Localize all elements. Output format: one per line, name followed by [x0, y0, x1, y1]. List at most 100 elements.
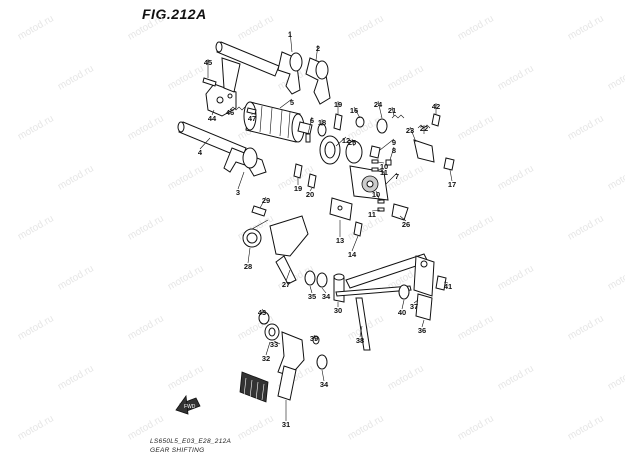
callout-43: 43: [258, 308, 266, 317]
leader-line-12: [335, 136, 347, 147]
watermark-text: motod.ru: [566, 13, 606, 42]
callout-8: 8: [392, 146, 396, 155]
cam-guide-25: [345, 140, 363, 164]
leader-line-24: [377, 100, 383, 119]
leader-line-7: [385, 172, 398, 185]
watermark-text: motod.ru: [566, 413, 606, 442]
cam-pawl-assembly-7: [349, 165, 389, 201]
callout-9: 9: [392, 138, 396, 147]
callout-32: 32: [262, 354, 270, 363]
leader-line-46: [229, 108, 233, 111]
screw-10-lower: [377, 199, 385, 204]
return-spring-29: [251, 205, 267, 217]
watermark-text: motod.ru: [166, 63, 206, 92]
oil-seal-32: [264, 323, 280, 341]
bolt-20: [307, 173, 317, 189]
callout-16: 16: [350, 106, 358, 115]
callout-24: 24: [374, 100, 383, 109]
gearshift-pedal-rubber-31: [239, 371, 269, 403]
callout-18: 18: [318, 118, 326, 127]
shift-lever-spacer-30: [333, 273, 345, 303]
watermark-text: motod.ru: [166, 263, 206, 292]
leader-line-25: [351, 138, 355, 147]
washer-34-lower: [316, 354, 328, 370]
washer-34-upper: [316, 272, 328, 288]
leader-line-41: [443, 281, 449, 284]
gear-shift-arm-stopper-23: [413, 139, 435, 163]
watermark-text: motod.ru: [16, 13, 56, 42]
watermark-text: motod.ru: [606, 263, 625, 292]
leader-line-33: [273, 340, 281, 345]
model-code: LS650L5_E03_E28_212A: [150, 438, 232, 445]
gearshift-link-arm-37: [413, 255, 435, 297]
watermark-text: motod.ru: [456, 113, 496, 142]
screw-11-lower: [377, 207, 385, 212]
watermark-text: motod.ru: [16, 113, 56, 142]
gearshift-link-rod-38: [335, 285, 412, 351]
leader-line-36: [421, 319, 425, 328]
callout-6: 6: [310, 116, 314, 125]
callout-36: 36: [418, 326, 426, 335]
callout-46: 46: [226, 108, 234, 117]
callout-35: 35: [308, 292, 316, 301]
callout-45: 45: [204, 58, 212, 67]
callout-44: 44: [208, 114, 217, 123]
fwd-label: FWD: [184, 404, 196, 410]
callout-19: 19: [334, 100, 342, 109]
callout-19: 19: [294, 184, 302, 193]
pawl-9: [369, 145, 381, 159]
watermark-text: motod.ru: [496, 363, 536, 392]
joint-washer-40: [398, 284, 410, 300]
callout-33: 33: [270, 340, 278, 349]
screw-10-upper: [371, 159, 379, 164]
callout-20: 20: [306, 190, 314, 199]
bolt-41: [435, 275, 447, 291]
callout-3: 3: [236, 188, 240, 197]
callout-10: 10: [372, 190, 380, 199]
watermark-text: motod.ru: [456, 313, 496, 342]
cam-stopper-plate: [205, 83, 237, 117]
watermark-text: motod.ru: [16, 213, 56, 242]
watermark-text: motod.ru: [166, 163, 206, 192]
watermark-text: motod.ru: [56, 63, 96, 92]
watermark-text: motod.ru: [606, 63, 625, 92]
watermark-text: motod.ru: [496, 263, 536, 292]
watermark-text: motod.ru: [456, 413, 496, 442]
leader-line-10: [377, 161, 385, 164]
callout-22: 22: [420, 124, 428, 133]
screw-11-upper: [371, 167, 379, 172]
forward-direction-indicator: FWD: [175, 394, 201, 415]
link-bracket-36: [415, 293, 433, 321]
callout-5: 5: [290, 98, 294, 107]
callout-34: 34: [320, 380, 329, 389]
washer-16: [355, 116, 365, 128]
watermark-text: motod.ru: [566, 213, 606, 242]
watermark-text: motod.ru: [496, 63, 536, 92]
cam-plate-bolt-19-lower: [293, 163, 303, 179]
watermark-text: motod.ru: [126, 213, 166, 242]
leader-line-34: [321, 369, 325, 382]
leader-line-11: [377, 168, 385, 171]
watermark-text: motod.ru: [16, 413, 56, 442]
watermark-text: motod.ru: [456, 13, 496, 42]
callout-11: 11: [380, 168, 388, 177]
leader-line-4: [199, 137, 211, 150]
leader-line-39: [313, 334, 317, 341]
gear-shift-cam-driven-gear-12: [319, 135, 341, 165]
callout-47: 47: [248, 114, 256, 123]
callout-10: 10: [380, 162, 388, 171]
plate-13: [329, 197, 353, 221]
leader-line-11: [371, 209, 381, 212]
gearshift-cam-drum: [243, 101, 313, 143]
watermark-text: motod.ru: [236, 413, 276, 442]
watermark-text: motod.ru: [126, 313, 166, 342]
callout-1: 1: [288, 30, 292, 39]
leader-line-20: [309, 187, 313, 192]
watermark-text: motod.ru: [236, 13, 276, 42]
leader-line-21: [391, 106, 395, 117]
leader-line-29: [259, 196, 267, 209]
callout-42: 42: [432, 102, 440, 111]
bolt-17: [443, 157, 455, 171]
pawl-lifter-26: [391, 203, 409, 221]
